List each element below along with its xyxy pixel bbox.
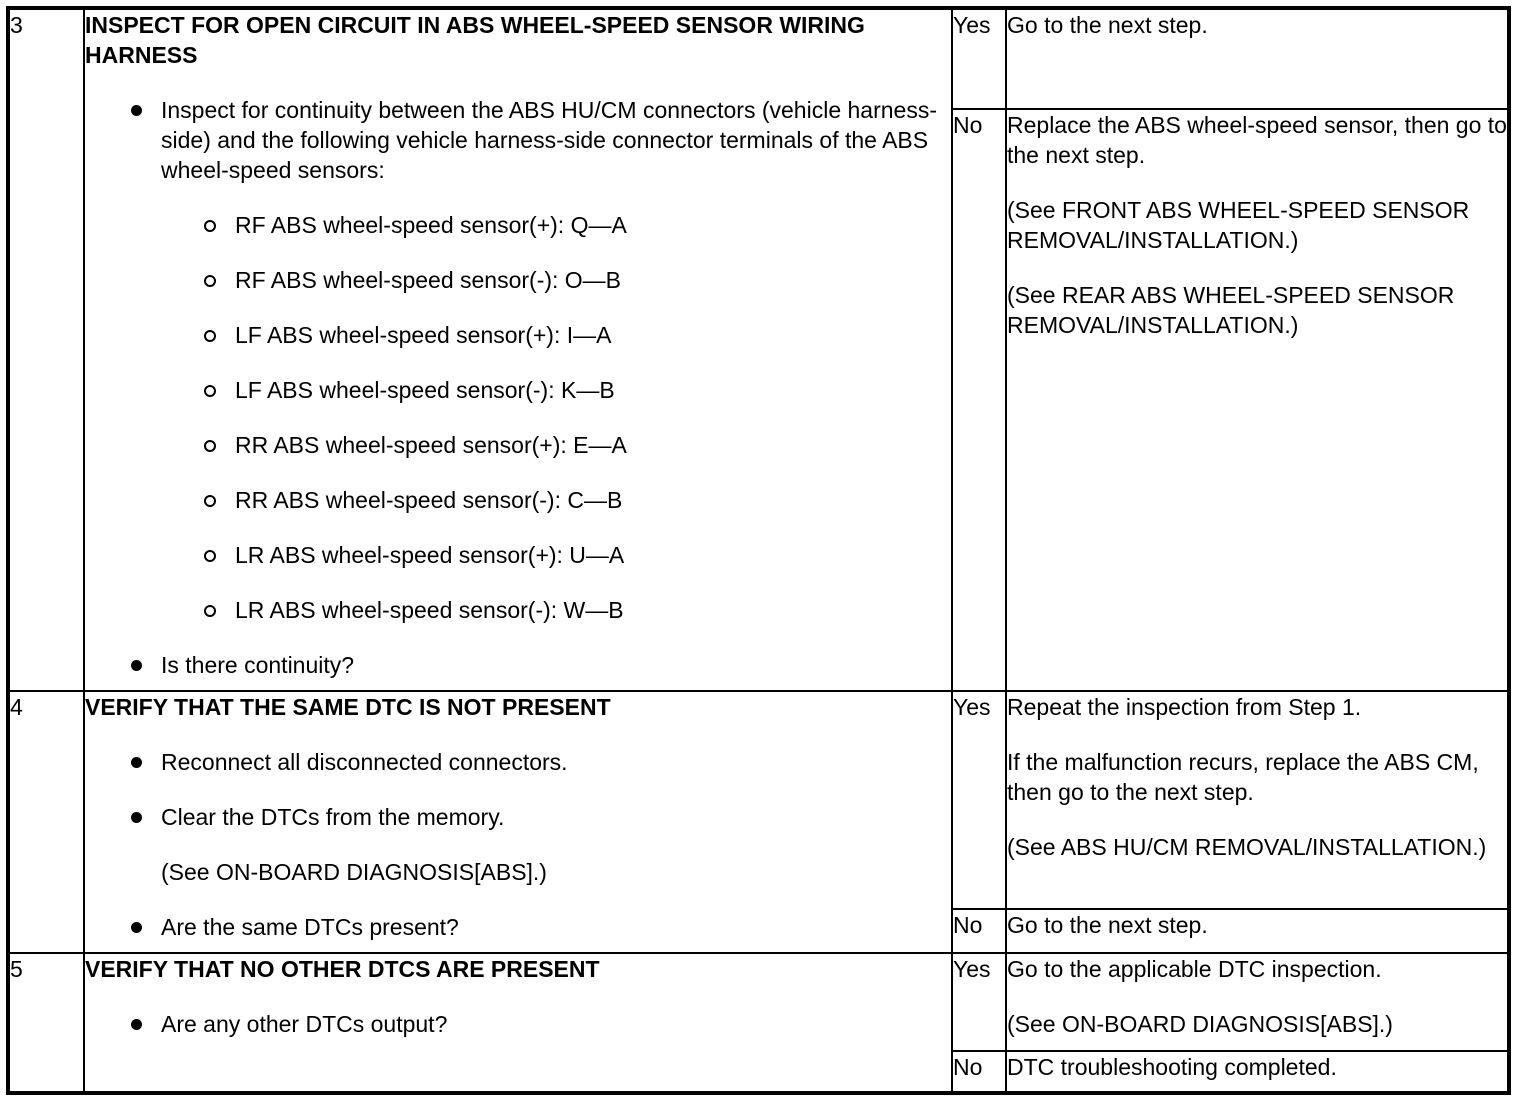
step-number: 4	[7, 690, 85, 954]
no-label: No	[951, 1050, 1007, 1094]
no-action: DTC troubleshooting completed.	[1005, 1050, 1510, 1094]
sensor-terminal-item: RF ABS wheel-speed sensor(+): Q—A	[86, 210, 950, 240]
action-reference: (See ABS HU/CM REMOVAL/INSTALLATION.)	[1007, 834, 1487, 860]
step-4-content: VERIFY THAT THE SAME DTC IS NOT PRESENT …	[83, 690, 953, 954]
action-paragraph: Replace the ABS wheel-speed sensor, then…	[1007, 112, 1507, 168]
step-title: INSPECT FOR OPEN CIRCUIT IN ABS WHEEL-SP…	[85, 12, 865, 68]
question-bullet: Are any other DTCs output?	[86, 1009, 950, 1039]
step-number: 3	[7, 7, 85, 692]
step-3-yes-row: 3 INSPECT FOR OPEN CIRCUIT IN ABS WHEEL-…	[7, 7, 1510, 692]
step-4-yes-row: 4 VERIFY THAT THE SAME DTC IS NOT PRESEN…	[7, 690, 1510, 954]
yes-action: Go to the next step.	[1005, 7, 1510, 110]
sensor-terminal-item: RR ABS wheel-speed sensor(+): E—A	[86, 430, 950, 460]
sensor-terminal-item: LR ABS wheel-speed sensor(+): U—A	[86, 540, 950, 570]
instruction-bullet: Reconnect all disconnected connectors.	[86, 747, 950, 777]
step-3-no-row: No Replace the ABS wheel-speed sensor, t…	[8, 108, 1510, 692]
no-label: No	[951, 108, 1007, 692]
action-reference: (See FRONT ABS WHEEL-SPEED SENSOR REMOVA…	[1007, 197, 1470, 253]
step-5-content: VERIFY THAT NO OTHER DTCS ARE PRESENT Ar…	[83, 952, 953, 1094]
troubleshooting-table: 3 INSPECT FOR OPEN CIRCUIT IN ABS WHEEL-…	[6, 6, 1511, 1095]
yes-action: Go to the applicable DTC inspection. (Se…	[1005, 952, 1510, 1052]
step-4-no-row: No Go to the next step.	[8, 908, 1510, 954]
sensor-terminal-item: RR ABS wheel-speed sensor(-): C—B	[86, 485, 950, 515]
action-paragraph: Go to the applicable DTC inspection.	[1007, 956, 1382, 982]
step-title: VERIFY THAT NO OTHER DTCS ARE PRESENT	[85, 956, 600, 982]
sensor-terminal-item: LF ABS wheel-speed sensor(-): K—B	[86, 375, 950, 405]
yes-label: Yes	[951, 690, 1007, 910]
action-reference: (See REAR ABS WHEEL-SPEED SENSOR REMOVAL…	[1007, 282, 1455, 338]
sensor-terminal-item: LR ABS wheel-speed sensor(-): W—B	[86, 595, 950, 625]
action-paragraph: If the malfunction recurs, replace the A…	[1007, 749, 1479, 805]
step-5-no-row: No DTC troubleshooting completed.	[8, 1050, 1510, 1094]
instruction-bullet: Clear the DTCs from the memory.	[86, 802, 950, 832]
sensor-terminal-item: LF ABS wheel-speed sensor(+): I—A	[86, 320, 950, 350]
question-bullet: Is there continuity?	[86, 650, 950, 680]
action-reference: (See ON-BOARD DIAGNOSIS[ABS].)	[1007, 1011, 1393, 1037]
step-5-yes-row: 5 VERIFY THAT NO OTHER DTCS ARE PRESENT …	[7, 952, 1510, 1094]
no-action: Go to the next step.	[1005, 908, 1510, 954]
instruction-bullet: Inspect for continuity between the ABS H…	[86, 95, 950, 185]
no-action: Replace the ABS wheel-speed sensor, then…	[1005, 108, 1510, 692]
step-number: 5	[7, 952, 85, 1094]
yes-action: Repeat the inspection from Step 1. If th…	[1005, 690, 1510, 910]
yes-label: Yes	[951, 952, 1007, 1052]
no-label: No	[951, 908, 1007, 954]
yes-label: Yes	[951, 7, 1007, 110]
action-paragraph: Repeat the inspection from Step 1.	[1007, 694, 1362, 720]
step-title: VERIFY THAT THE SAME DTC IS NOT PRESENT	[85, 694, 611, 720]
sensor-terminal-item: RF ABS wheel-speed sensor(-): O—B	[86, 265, 950, 295]
question-bullet: Are the same DTCs present?	[86, 912, 950, 942]
step-3-content: INSPECT FOR OPEN CIRCUIT IN ABS WHEEL-SP…	[83, 7, 953, 692]
reference-note: (See ON-BOARD DIAGNOSIS[ABS].)	[161, 859, 547, 885]
